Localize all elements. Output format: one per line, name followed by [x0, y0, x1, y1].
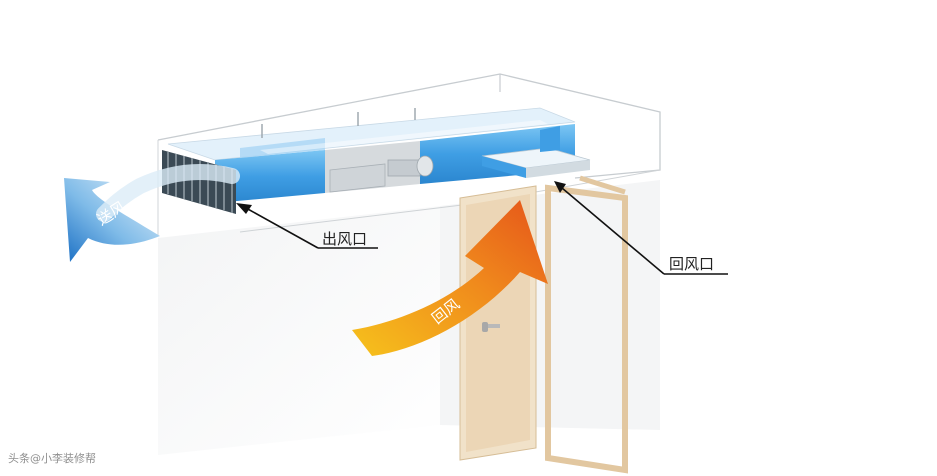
outlet-callout: 出风口	[236, 203, 378, 249]
return-vent-box	[481, 126, 591, 178]
return-vent-callout: 回风口	[554, 181, 728, 275]
supply-air-arrow: 送风	[64, 163, 240, 262]
ducted-ac-unit	[162, 107, 591, 214]
watermark: 头条@小李装修帮	[8, 452, 96, 465]
return-vent-label: 回风口	[669, 255, 714, 273]
outlet-label: 出风口	[322, 230, 367, 248]
